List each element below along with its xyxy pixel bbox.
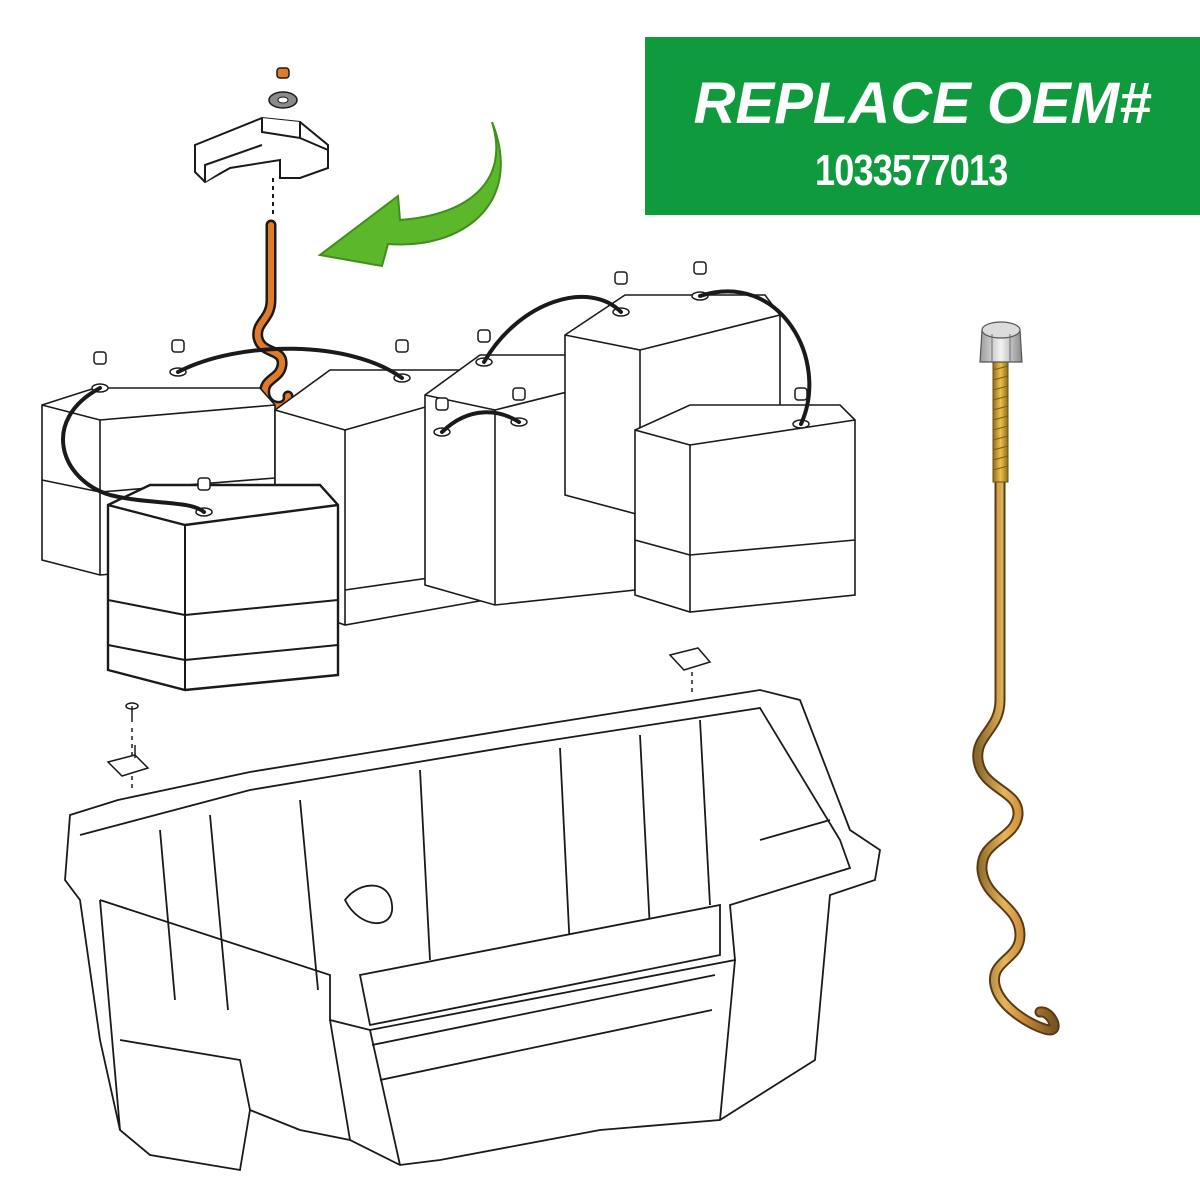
hold-down-nut — [276, 67, 290, 79]
oem-banner: REPLACE OEM# 1033577013 — [645, 37, 1200, 215]
curved-arrow-icon — [317, 121, 502, 268]
j-hook-rod-icon — [972, 321, 1060, 1036]
oem-part-number: 1033577013 — [815, 146, 1008, 195]
tray-clip-left — [106, 745, 150, 777]
battery-pack — [41, 294, 856, 692]
tray-clip-right — [668, 647, 712, 695]
battery-tray — [64, 689, 881, 1172]
highlighted-j-hook-rod — [252, 219, 294, 412]
hold-down-washer — [268, 91, 298, 109]
banner-title: REPLACE OEM# — [693, 71, 1152, 136]
tray-screw — [125, 702, 139, 790]
hold-down-bracket — [194, 116, 329, 218]
battery-cables — [61, 289, 812, 514]
